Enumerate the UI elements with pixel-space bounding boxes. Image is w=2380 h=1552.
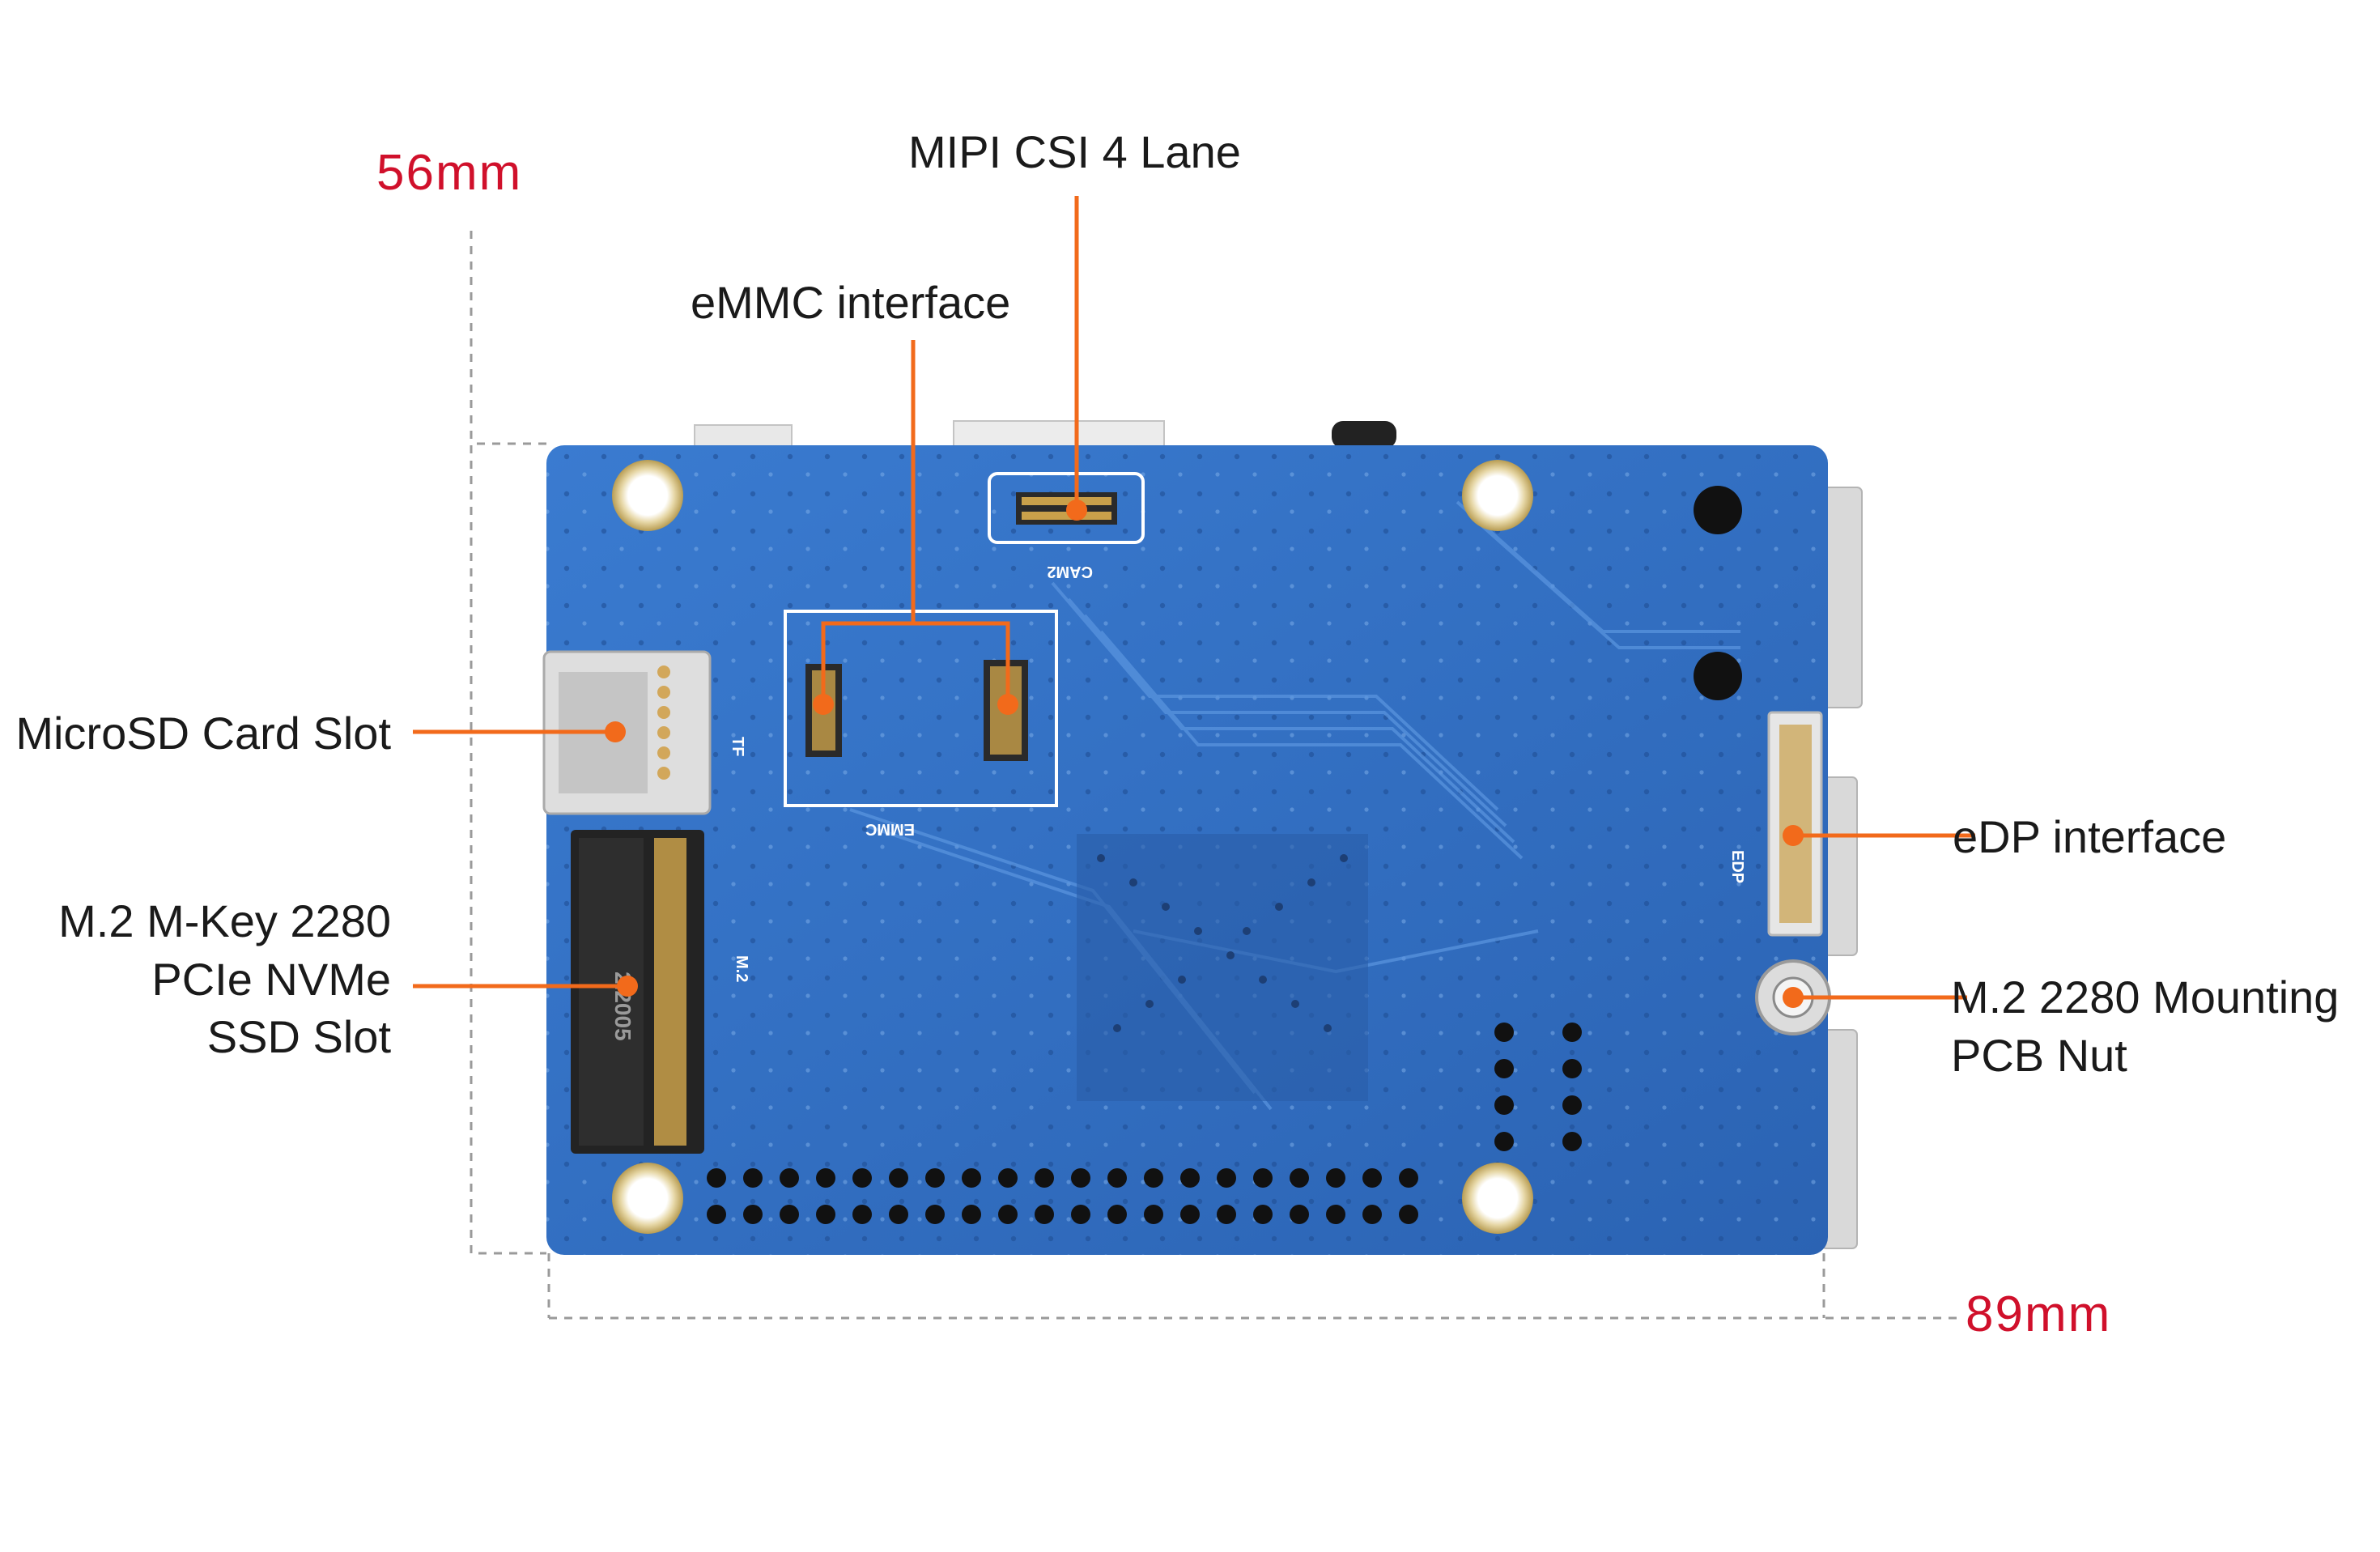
gpio-pin: [889, 1205, 908, 1224]
callout-m2: M.2 M-Key 2280 PCIe NVMe SSD Slot: [58, 892, 391, 1066]
callout-m2-line-3: SSD Slot: [206, 1011, 391, 1063]
dimension-guides: [470, 231, 1959, 1320]
silk-m2: M.2: [733, 955, 750, 982]
gpio-pin: [852, 1168, 872, 1188]
test-pads: [1494, 1023, 1582, 1151]
gpio-pin: [1035, 1205, 1054, 1224]
gpio-pin: [1399, 1205, 1418, 1224]
callout-m2-line-2: PCIe NVMe: [151, 953, 391, 1005]
gpio-pin: [1253, 1168, 1273, 1188]
gpio-pin: [743, 1205, 763, 1224]
gpio-pin: [1107, 1168, 1127, 1188]
gpio-pin: [1071, 1168, 1090, 1188]
gpio-pin: [1035, 1168, 1054, 1188]
gpio-pin: [1253, 1205, 1273, 1224]
gpio-pin: [707, 1205, 726, 1224]
callout-emmc-line: eMMC interface: [691, 277, 1011, 328]
gpio-pin: [1399, 1168, 1418, 1188]
gpio-pin: [1144, 1205, 1163, 1224]
callout-dots: [605, 500, 1804, 1008]
gpio-pin: [962, 1205, 981, 1224]
silk-cam: CAM2: [1047, 563, 1093, 580]
gpio-pin: [889, 1168, 908, 1188]
gpio-pin: [1290, 1168, 1309, 1188]
gpio-pin: [743, 1168, 763, 1188]
m2-slot: [571, 830, 704, 1154]
gpio-pin: [925, 1168, 945, 1188]
silk-emmc: EMMC: [865, 820, 915, 838]
gpio-pin: [1217, 1205, 1236, 1224]
gpio-pin: [925, 1205, 945, 1224]
height-dimension: 56mm: [376, 145, 523, 201]
gpio-pin: [1326, 1205, 1345, 1224]
callout-nut: M.2 2280 Mounting PCB Nut: [1951, 968, 2339, 1084]
gpio-pin: [1362, 1205, 1382, 1224]
callout-mipi-line: MIPI CSI 4 Lane: [908, 126, 1241, 177]
cam2-connector: [988, 472, 1145, 544]
callout-microsd-line: MicroSD Card Slot: [15, 708, 391, 759]
gpio-pin: [1326, 1168, 1345, 1188]
callout-nut-line-1: M.2 2280 Mounting: [1951, 972, 2340, 1023]
gpio-pin: [1217, 1168, 1236, 1188]
callout-nut-line-2: PCB Nut: [1951, 1029, 2127, 1081]
gpio-pin: [780, 1168, 799, 1188]
gpio-pin: [1180, 1168, 1200, 1188]
gpio-pin: [780, 1205, 799, 1224]
soc-region: [1077, 834, 1368, 1101]
gpio-pin: [998, 1205, 1018, 1224]
silkscreen-labels: TF EMMC CAM2 EDP M.2 2.2005: [610, 563, 1746, 1041]
gpio-pin: [1144, 1168, 1163, 1188]
gpio-pin: [816, 1168, 835, 1188]
gpio-pin: [1290, 1205, 1309, 1224]
callout-emmc: eMMC interface: [691, 274, 1010, 332]
gpio-pin: [962, 1168, 981, 1188]
callout-edp: eDP interface: [1953, 808, 2226, 866]
gpio-pin: [1107, 1205, 1127, 1224]
edp-connector: [1767, 711, 1823, 937]
gpio-header: [707, 1168, 1418, 1224]
screw-pads: [1694, 486, 1742, 700]
gpio-pin: [998, 1168, 1018, 1188]
callout-microsd: MicroSD Card Slot: [15, 704, 391, 763]
callout-edp-line: eDP interface: [1953, 811, 2227, 862]
gpio-pin: [707, 1168, 726, 1188]
gpio-pin: [852, 1205, 872, 1224]
side-ports: [1821, 487, 1863, 1249]
mounting-holes: [612, 460, 1533, 1234]
gpio-pin: [816, 1205, 835, 1224]
silk-edp: EDP: [1728, 850, 1746, 883]
width-dimension: 89mm: [1966, 1286, 2112, 1342]
callout-m2-line-1: M.2 M-Key 2280: [58, 895, 391, 946]
callout-lines: [413, 196, 1975, 1000]
gpio-pin: [1071, 1205, 1090, 1224]
gpio-pin: [1362, 1168, 1382, 1188]
gpio-pin: [1180, 1205, 1200, 1224]
callout-mipi: MIPI CSI 4 Lane: [908, 123, 1241, 181]
silk-tf: TF: [729, 737, 746, 756]
top-connectors: [694, 420, 1396, 449]
